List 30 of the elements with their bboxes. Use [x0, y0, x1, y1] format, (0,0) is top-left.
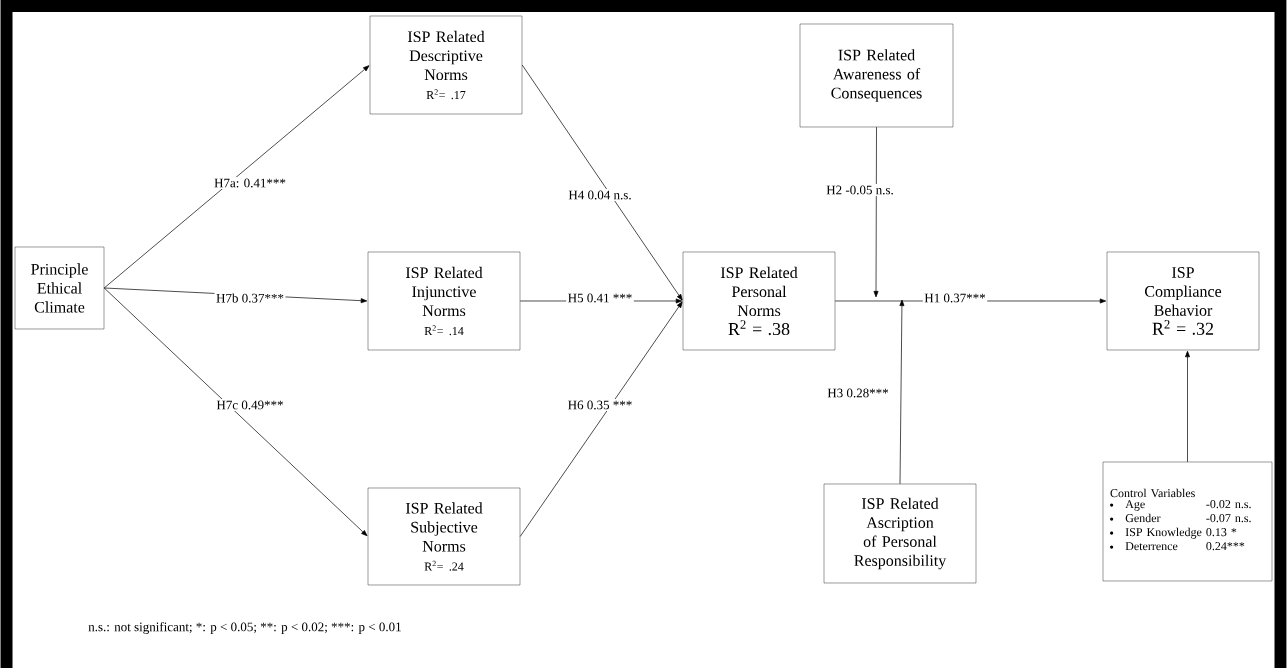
edge-label: H4 0.04 n.s.	[568, 190, 631, 200]
construct-box: ISP Related Personal Norms R$^{2}$ = .38	[682, 251, 836, 351]
edge-label: H5 0.41 ***	[568, 293, 632, 303]
edge-label: H1 0.37***	[924, 293, 986, 303]
construct-box: ISP Related Injunctive Norms R$^{2}$= .14	[367, 251, 521, 351]
label: ***: p < 0.01	[331, 622, 401, 634]
construct-box: ISP Related Descriptive Norms R$^{2}$= .17	[369, 15, 523, 115]
construct-box: ISP Related Subjective Norms R$^{2}$= .24	[367, 487, 521, 586]
edge-label: H7b 0.37***	[216, 293, 284, 303]
construct-box: Control Variables Age -0.02 n.s. Gender -0.07 n.s. ISP Knowledge 0.13 * Deterrence 0.24***	[1102, 461, 1273, 582]
arrow	[519, 301, 683, 537]
label: **: p < 0.02;	[260, 622, 327, 634]
construct-box: ISP Related Ascription of Personal Responsibility	[823, 483, 977, 584]
footnote: n.s.: not significant; *: p < 0.05; **: p < 0.02; ***: p < 0.01	[88, 622, 401, 634]
edge-label: H7a: 0.41***	[214, 178, 286, 188]
construct-box: ISP Compliance Behavior R$^{2}$ = .32	[1106, 251, 1260, 351]
construct-box: ISP Related Awareness of Consequences	[799, 23, 954, 128]
label: n.s.: not significant;	[88, 622, 192, 634]
edge-label: H7c 0.49***	[216, 400, 283, 410]
arrow	[1185, 350, 1190, 463]
arrow	[521, 64, 683, 301]
arrow	[103, 65, 370, 289]
label: *: p < 0.05;	[196, 622, 256, 634]
edge-label: H6 0.35 ***	[568, 400, 632, 410]
construct-box: Principle Ethical Climate	[14, 246, 105, 330]
edge-label: H2 -0.05 n.s.	[826, 185, 893, 195]
arrow	[899, 299, 905, 485]
edge-label: H3 0.28***	[827, 388, 889, 398]
arrow	[873, 126, 879, 298]
arrow	[103, 287, 368, 537]
